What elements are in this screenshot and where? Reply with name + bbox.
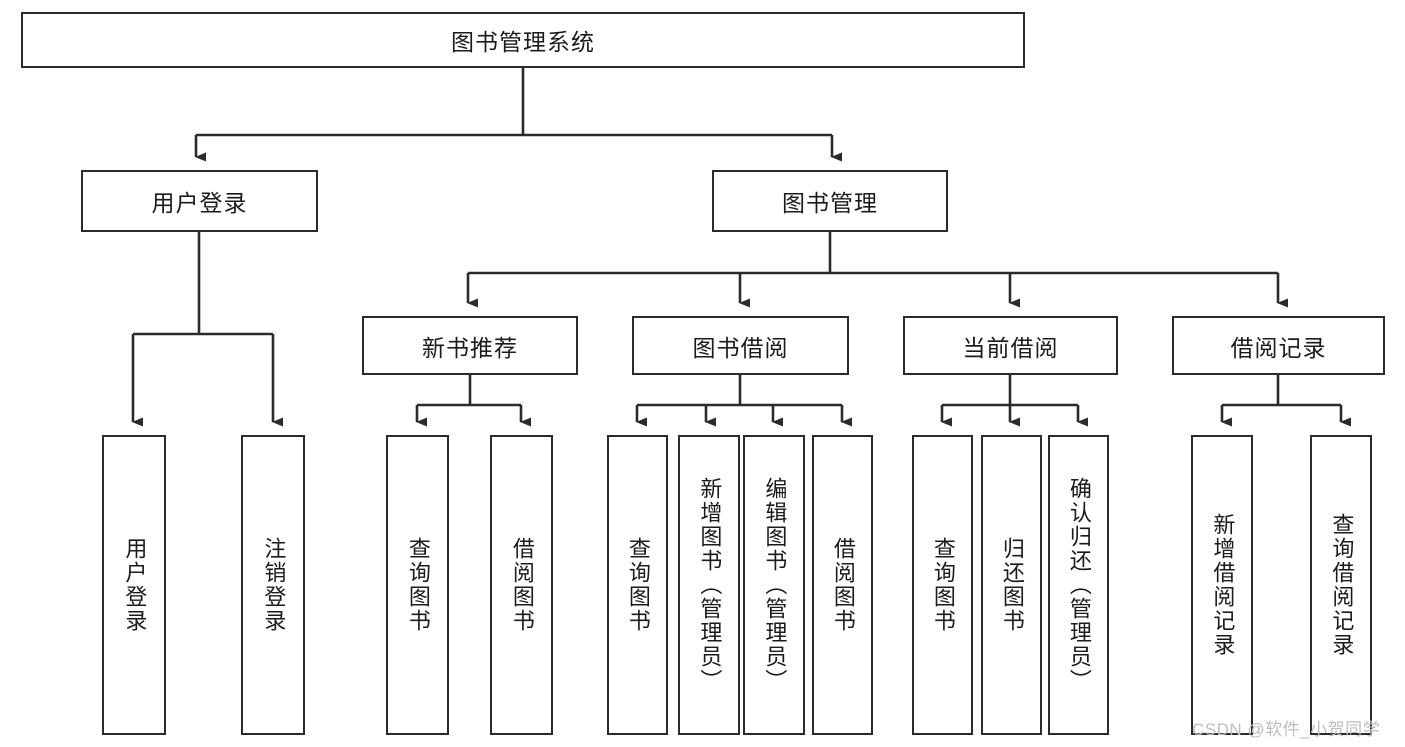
leaf-current-borrow-confirm-return[interactable]: 确认归还（管理员）	[1048, 435, 1109, 735]
leaf-label: 借阅图书	[830, 537, 856, 633]
leaf-label: 新增借阅记录	[1210, 513, 1236, 657]
leaf-label: 查询图书	[930, 537, 956, 633]
leaf-label: 借阅图书	[509, 537, 535, 633]
csdn-watermark: CSDN @软件_小贺同学	[1192, 720, 1381, 739]
leaf-label: 查询借阅记录	[1329, 513, 1355, 657]
node-borrow-record-label: 借阅记录	[1230, 334, 1327, 361]
node-root-system-label: 图书管理系统	[451, 29, 595, 55]
leaf-borrow-record-add[interactable]: 新增借阅记录	[1191, 435, 1253, 735]
leaf-book-borrow-add[interactable]: 新增图书（管理员）	[678, 435, 740, 735]
leaf-user-login-login[interactable]: 用户登录	[102, 435, 166, 735]
leaf-label: 编辑图书（管理员）	[762, 477, 788, 693]
leaf-book-borrow-edit[interactable]: 编辑图书（管理员）	[743, 435, 805, 735]
leaf-label: 新增图书（管理员）	[697, 477, 723, 693]
leaf-book-borrow-borrow[interactable]: 借阅图书	[812, 435, 873, 735]
node-current-borrow-label: 当前借阅	[962, 334, 1059, 361]
node-current-borrow[interactable]: 当前借阅	[903, 316, 1118, 375]
leaf-user-login-logout[interactable]: 注销登录	[241, 435, 305, 735]
node-new-book-recommend[interactable]: 新书推荐	[362, 316, 578, 375]
node-user-login-label: 用户登录	[151, 190, 248, 216]
leaf-new-book-query[interactable]: 查询图书	[386, 435, 449, 735]
node-new-book-recommend-label: 新书推荐	[422, 334, 518, 361]
node-borrow-record[interactable]: 借阅记录	[1172, 316, 1385, 375]
leaf-label: 用户登录	[122, 537, 148, 633]
leaf-current-borrow-return[interactable]: 归还图书	[981, 435, 1042, 735]
node-book-borrow[interactable]: 图书借阅	[632, 316, 849, 375]
leaf-book-borrow-query[interactable]: 查询图书	[607, 435, 668, 735]
leaf-label: 查询图书	[625, 537, 651, 633]
leaf-current-borrow-query[interactable]: 查询图书	[912, 435, 973, 735]
node-book-management[interactable]: 图书管理	[712, 170, 948, 232]
node-user-login[interactable]: 用户登录	[81, 170, 318, 232]
node-root-system[interactable]: 图书管理系统	[21, 12, 1025, 68]
node-book-management-label: 图书管理	[782, 190, 878, 216]
leaf-label: 确认归还（管理员）	[1066, 477, 1092, 693]
leaf-new-book-borrow[interactable]: 借阅图书	[490, 435, 553, 735]
leaf-label: 归还图书	[999, 537, 1025, 633]
node-book-borrow-label: 图书借阅	[692, 334, 789, 361]
leaf-label: 注销登录	[261, 537, 287, 633]
leaf-borrow-record-query[interactable]: 查询借阅记录	[1310, 435, 1372, 735]
leaf-label: 查询图书	[405, 537, 431, 633]
